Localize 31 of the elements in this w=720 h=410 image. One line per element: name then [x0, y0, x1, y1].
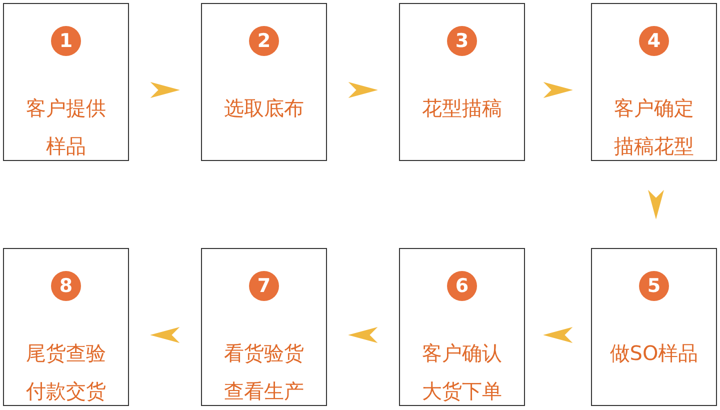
- arrow: [348, 327, 378, 343]
- step-number: 7: [249, 271, 279, 301]
- step-number: 1: [51, 26, 81, 56]
- process-box: [591, 248, 717, 406]
- arrow: [150, 82, 180, 98]
- process-box: [399, 3, 525, 161]
- process-box: [3, 3, 129, 161]
- process-box: [591, 3, 717, 161]
- step-number: 5: [639, 271, 669, 301]
- arrow: [348, 82, 378, 98]
- process-box: [399, 248, 525, 406]
- step-label: 客户确认大货下单: [421, 340, 503, 405]
- arrow: [150, 327, 180, 343]
- step-number: 8: [51, 271, 81, 301]
- step-label: 客户提供样品: [25, 95, 107, 160]
- step-label: 选取底布: [223, 95, 305, 122]
- step-label: 做SO样品: [608, 340, 700, 367]
- arrow: [648, 190, 664, 220]
- step-number: 3: [447, 26, 477, 56]
- step-number: 4: [639, 26, 669, 56]
- step-label: 看货验货查看生产: [223, 340, 305, 405]
- step-label: 客户确定描稿花型: [613, 95, 695, 160]
- process-box: [201, 248, 327, 406]
- process-box: [201, 3, 327, 161]
- process-box: [3, 248, 129, 406]
- step-label: 尾货查验付款交货: [25, 340, 107, 405]
- arrow: [543, 82, 573, 98]
- step-number: 2: [249, 26, 279, 56]
- step-label: 花型描稿: [421, 95, 503, 122]
- arrow: [543, 327, 573, 343]
- step-number: 6: [447, 271, 477, 301]
